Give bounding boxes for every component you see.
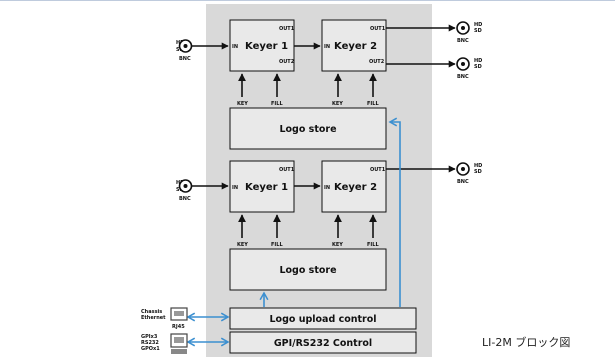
- keyer-2-box: [321, 19, 387, 72]
- sd-label: SD: [474, 28, 482, 34]
- output-bnc-connector-2: HD SD BNC: [456, 57, 482, 80]
- output-bnc-connector-1: HD SD BNC: [456, 21, 482, 44]
- figure-caption: LI-2M ブロック図: [482, 336, 571, 349]
- sd-label: SD: [474, 64, 482, 70]
- ethernet-label: Ethernet: [141, 315, 166, 321]
- rj45-label: RJ45: [172, 324, 185, 330]
- keyer-out1-label: OUT1: [279, 26, 295, 32]
- keyer-out2-label: OUT2: [279, 59, 295, 65]
- upload-to-logo-store-1-arrow: [388, 117, 401, 307]
- keyer-in-label: IN: [232, 185, 238, 191]
- logo-store-1-title: Logo store: [279, 124, 336, 135]
- fill-label: FILL: [271, 242, 283, 248]
- gpo-label: GPOx1: [141, 346, 160, 352]
- bnc-label: BNC: [457, 74, 469, 80]
- bnc-label: BNC: [457, 179, 469, 185]
- fill-label: FILL: [367, 242, 379, 248]
- gpi-label: GPIx3: [141, 334, 158, 340]
- bnc-label: BNC: [457, 38, 469, 44]
- keyer-1-title: Keyer 1: [245, 41, 288, 52]
- hd-label: HD: [474, 22, 482, 28]
- fill-label: FILL: [271, 101, 283, 107]
- bnc-label: BNC: [179, 56, 191, 62]
- keyer-out1-label: OUT1: [279, 167, 295, 173]
- hd-label: HD: [474, 58, 482, 64]
- keyer-2-title: Keyer 2: [334, 41, 377, 52]
- hd-label: HD: [474, 163, 482, 169]
- gpi-rs232-control-title: GPI/RS232 Control: [274, 338, 372, 349]
- logo-store-1-box: [229, 107, 387, 150]
- sd-label: SD: [474, 169, 482, 175]
- logo-store-2-box: [229, 248, 387, 291]
- output-bnc-connector-3: HD SD BNC: [456, 162, 482, 185]
- key-label: KEY: [332, 101, 343, 107]
- fill-label: FILL: [367, 101, 379, 107]
- key-label: KEY: [237, 242, 248, 248]
- logo-store-2-title: Logo store: [279, 265, 336, 276]
- keyer-in-label: IN: [324, 185, 330, 191]
- sd-label: SD: [176, 187, 184, 193]
- keyer-in-label: IN: [324, 44, 330, 50]
- keyer-1-box-2: [229, 160, 295, 213]
- gpi-rs232-control-box: [229, 331, 417, 354]
- keyer-in-label: IN: [232, 44, 238, 50]
- rs232-label: RS232: [141, 340, 159, 346]
- key-label: KEY: [332, 242, 343, 248]
- bnc-label: BNC: [179, 196, 191, 202]
- ethernet-port-icon: RJ45: [170, 307, 188, 330]
- input-bnc-connector-1: HD SD BNC: [176, 39, 193, 62]
- keyer-2-title: Keyer 2: [334, 182, 377, 193]
- keyer-2-box-2: [321, 160, 387, 213]
- keyer-out1-label: OUT1: [370, 167, 386, 173]
- keyer-out2-label: OUT2: [369, 59, 385, 65]
- chassis-label: Chassis: [141, 309, 162, 315]
- gpi-port-icon: [170, 333, 188, 354]
- input-bnc-connector-2: HD SD BNC: [176, 179, 193, 202]
- logo-upload-control-box: [229, 307, 417, 330]
- sd-label: SD: [176, 47, 184, 53]
- key-label: KEY: [237, 101, 248, 107]
- keyer-out1-label: OUT1: [370, 26, 386, 32]
- keyer-1-title: Keyer 1: [245, 182, 288, 193]
- logo-upload-control-title: Logo upload control: [269, 314, 376, 325]
